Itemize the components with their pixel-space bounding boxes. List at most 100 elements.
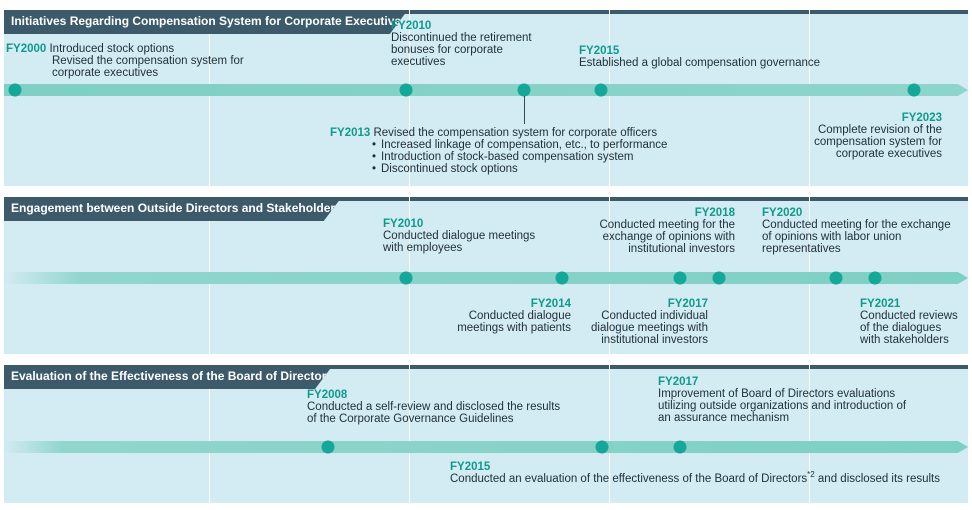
- event-bullet: Introduction of stock-based compensation…: [372, 151, 667, 163]
- event-text: Conducted dialogue meetings: [383, 230, 536, 242]
- timeline-band: [4, 84, 968, 96]
- event-fy2017: FY2017 Conducted individual dialogue mee…: [570, 298, 708, 346]
- milestone-dot-fy2010: [399, 271, 413, 285]
- event-bullet: Discontinued stock options: [372, 163, 667, 175]
- event-fy2010: FY2010 Discontinued the retirement bonus…: [391, 20, 532, 68]
- event-text: Improvement of Board of Directors evalua…: [658, 388, 896, 400]
- grid-line: [409, 365, 410, 503]
- footnote-marker: *2: [807, 470, 815, 480]
- event-text: utilizing outside organizations and intr…: [658, 400, 907, 412]
- event-text: Established a global compensation govern…: [579, 57, 821, 69]
- milestone-dot-fy2010: [399, 83, 413, 97]
- event-fy2018: FY2018 Conducted meeting for the exchang…: [590, 207, 735, 255]
- event-year: FY2015: [450, 461, 491, 473]
- event-text: Conducted meeting for the: [599, 219, 735, 231]
- event-year: FY2010: [391, 20, 432, 32]
- milestone-dot-fy2015: [595, 440, 609, 454]
- event-year: FY2021: [860, 298, 901, 310]
- milestone-dot-fy2017: [673, 440, 687, 454]
- event-text: Conducted dialogue: [468, 310, 571, 322]
- event-text: Revised the compensation system for: [52, 55, 244, 67]
- milestone-dot-fy2015: [594, 83, 608, 97]
- event-text: Conducted individual: [601, 310, 708, 322]
- event-text: corporate executives: [835, 148, 942, 160]
- panel-top-rule: [4, 365, 968, 369]
- connector-fy2013: [524, 96, 525, 124]
- section-title: Evaluation of the Effectiveness of the B…: [4, 365, 333, 389]
- event-year: FY2013: [330, 127, 371, 139]
- event-text-part: Conducted an evaluation of the effective…: [450, 473, 808, 485]
- milestone-dot-fy2018: [712, 271, 726, 285]
- event-text: meetings with patients: [457, 322, 571, 334]
- timeline-band: [4, 441, 968, 453]
- milestone-dot-fy2017: [673, 271, 687, 285]
- milestone-dot-fy2020: [829, 271, 843, 285]
- grid-line: [209, 365, 210, 503]
- compensation-panel: Initiatives Regarding Compensation Syste…: [4, 10, 968, 186]
- event-text-part: and disclosed its results: [814, 473, 941, 485]
- event-text: Discontinued the retirement: [391, 32, 532, 44]
- event-text: Complete revision of the: [817, 124, 942, 136]
- milestone-dot-fy2023: [907, 83, 921, 97]
- event-text: exchange of opinions with: [602, 231, 735, 243]
- event-text: Introduced stock options: [49, 43, 175, 55]
- grid-line: [809, 10, 810, 186]
- event-text: institutional investors: [601, 334, 708, 346]
- milestone-dot-fy2014: [555, 271, 569, 285]
- event-year: FY2023: [901, 112, 942, 124]
- event-fy2008: FY2008 Conducted a self-review and discl…: [307, 389, 560, 425]
- event-fy2021: FY2021 Conducted reviews of the dialogue…: [860, 298, 958, 346]
- event-text: bonuses for corporate: [391, 44, 503, 56]
- event-fy2017: FY2017 Improvement of Board of Directors…: [658, 376, 906, 424]
- event-text: representatives: [762, 243, 841, 255]
- event-text: of the dialogues: [860, 322, 942, 334]
- milestone-dot-fy2021: [868, 271, 882, 285]
- event-fy2013: FY2013 Revised the compensation system f…: [330, 127, 667, 175]
- event-year: FY2010: [383, 218, 424, 230]
- event-bullet: Increased linkage of compensation, etc.,…: [372, 139, 667, 151]
- milestone-dot-fy2000: [8, 83, 22, 97]
- section-title: Engagement between Outside Directors and…: [4, 197, 342, 221]
- event-year: FY2014: [530, 298, 571, 310]
- event-text: with stakeholders: [860, 334, 949, 346]
- event-fy2023: FY2023 Complete revision of the compensa…: [808, 112, 942, 160]
- event-year: FY2017: [667, 298, 708, 310]
- event-text: Conducted meeting for the exchange: [762, 219, 951, 231]
- timeline-band: [4, 272, 968, 284]
- engagement-panel: Engagement between Outside Directors and…: [4, 197, 968, 354]
- event-fy2020: FY2020 Conducted meeting for the exchang…: [762, 207, 951, 255]
- event-year: FY2015: [579, 45, 620, 57]
- event-text: an assurance mechanism: [658, 412, 790, 424]
- event-text: with employees: [383, 242, 463, 254]
- event-text: Revised the compensation system for corp…: [373, 127, 658, 139]
- grid-line: [409, 10, 410, 186]
- event-fy2014: FY2014 Conducted dialogue meetings with …: [436, 298, 571, 334]
- grid-line: [209, 10, 210, 186]
- event-fy2015: FY2015 Conducted an evaluation of the ef…: [450, 461, 940, 485]
- event-fy2000: FY2000 Introduced stock options Revised …: [6, 43, 244, 79]
- event-fy2010: FY2010 Conducted dialogue meetings with …: [383, 218, 535, 254]
- event-text: Conducted an evaluation of the effective…: [450, 470, 941, 485]
- evaluation-panel: Evaluation of the Effectiveness of the B…: [4, 365, 968, 503]
- event-text: Conducted a self-review and disclosed th…: [307, 401, 561, 413]
- event-text: dialogue meetings with: [591, 322, 708, 334]
- section-title: Initiatives Regarding Compensation Syste…: [4, 10, 408, 34]
- event-fy2015: FY2015 Established a global compensation…: [579, 45, 820, 69]
- event-text: executives: [391, 56, 446, 68]
- grid-line: [609, 10, 610, 186]
- panel-top-rule: [4, 197, 968, 201]
- event-year: FY2000: [6, 43, 47, 55]
- milestone-dot-fy2013: [517, 83, 531, 97]
- event-year: FY2017: [658, 376, 699, 388]
- event-year: FY2008: [307, 389, 348, 401]
- panel-top-rule: [4, 10, 968, 14]
- event-year: FY2020: [762, 207, 803, 219]
- event-text: corporate executives: [52, 67, 159, 79]
- event-text: of the Corporate Governance Guidelines: [307, 413, 514, 425]
- event-year: FY2018: [694, 207, 735, 219]
- event-text: compensation system for: [814, 136, 942, 148]
- event-text: Conducted reviews: [860, 310, 958, 322]
- grid-line: [809, 365, 810, 503]
- grid-line: [609, 365, 610, 503]
- event-text: institutional investors: [628, 243, 735, 255]
